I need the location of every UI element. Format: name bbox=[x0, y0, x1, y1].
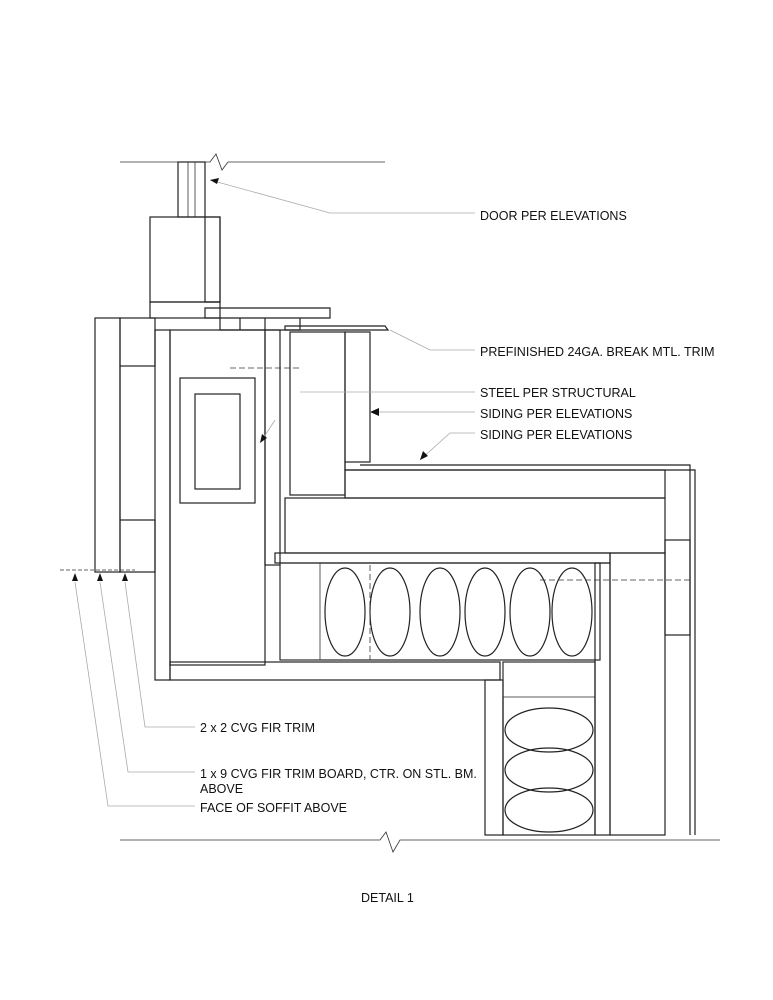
gypsum-board-soffit bbox=[169, 661, 501, 681]
rigid-insulation-upper bbox=[289, 331, 346, 496]
gypsum-board-left bbox=[154, 329, 171, 681]
callout-steel: STEEL PER STRUCTURAL bbox=[480, 386, 636, 400]
callout-door: DOOR PER ELEVATIONS bbox=[480, 209, 627, 223]
siding-upper bbox=[344, 331, 371, 463]
callout-2x2-trim: 2 x 2 CVG FIR TRIM bbox=[200, 721, 315, 735]
detail-title: DETAIL 1 bbox=[361, 891, 414, 905]
callout-1x9-trim-board: 1 x 9 CVG FIR TRIM BOARD, CTR. ON STL. B… bbox=[200, 767, 477, 781]
callout-siding-2: SIDING PER ELEVATIONS bbox=[480, 428, 632, 442]
gypsum-board-wall bbox=[484, 679, 504, 836]
soffit-assembly bbox=[274, 462, 696, 835]
break-line-top bbox=[120, 153, 385, 171]
dimension-marks bbox=[60, 569, 135, 581]
callout-break-metal-trim: PREFINISHED 24GA. BREAK MTL. TRIM bbox=[480, 345, 715, 359]
callout-1x9-trim-board-line2: ABOVE bbox=[200, 782, 243, 796]
fir-trim bbox=[94, 317, 156, 573]
callout-siding-1: SIDING PER ELEVATIONS bbox=[480, 407, 632, 421]
wood-blocking bbox=[169, 329, 300, 666]
leader-lines bbox=[74, 178, 475, 807]
wall-assembly-lower bbox=[502, 552, 666, 836]
batt-insulation-horizontal bbox=[279, 562, 690, 661]
callout-face-of-soffit: FACE OF SOFFIT ABOVE bbox=[200, 801, 347, 815]
break-line-bottom bbox=[120, 831, 720, 853]
door-frame bbox=[149, 161, 390, 331]
